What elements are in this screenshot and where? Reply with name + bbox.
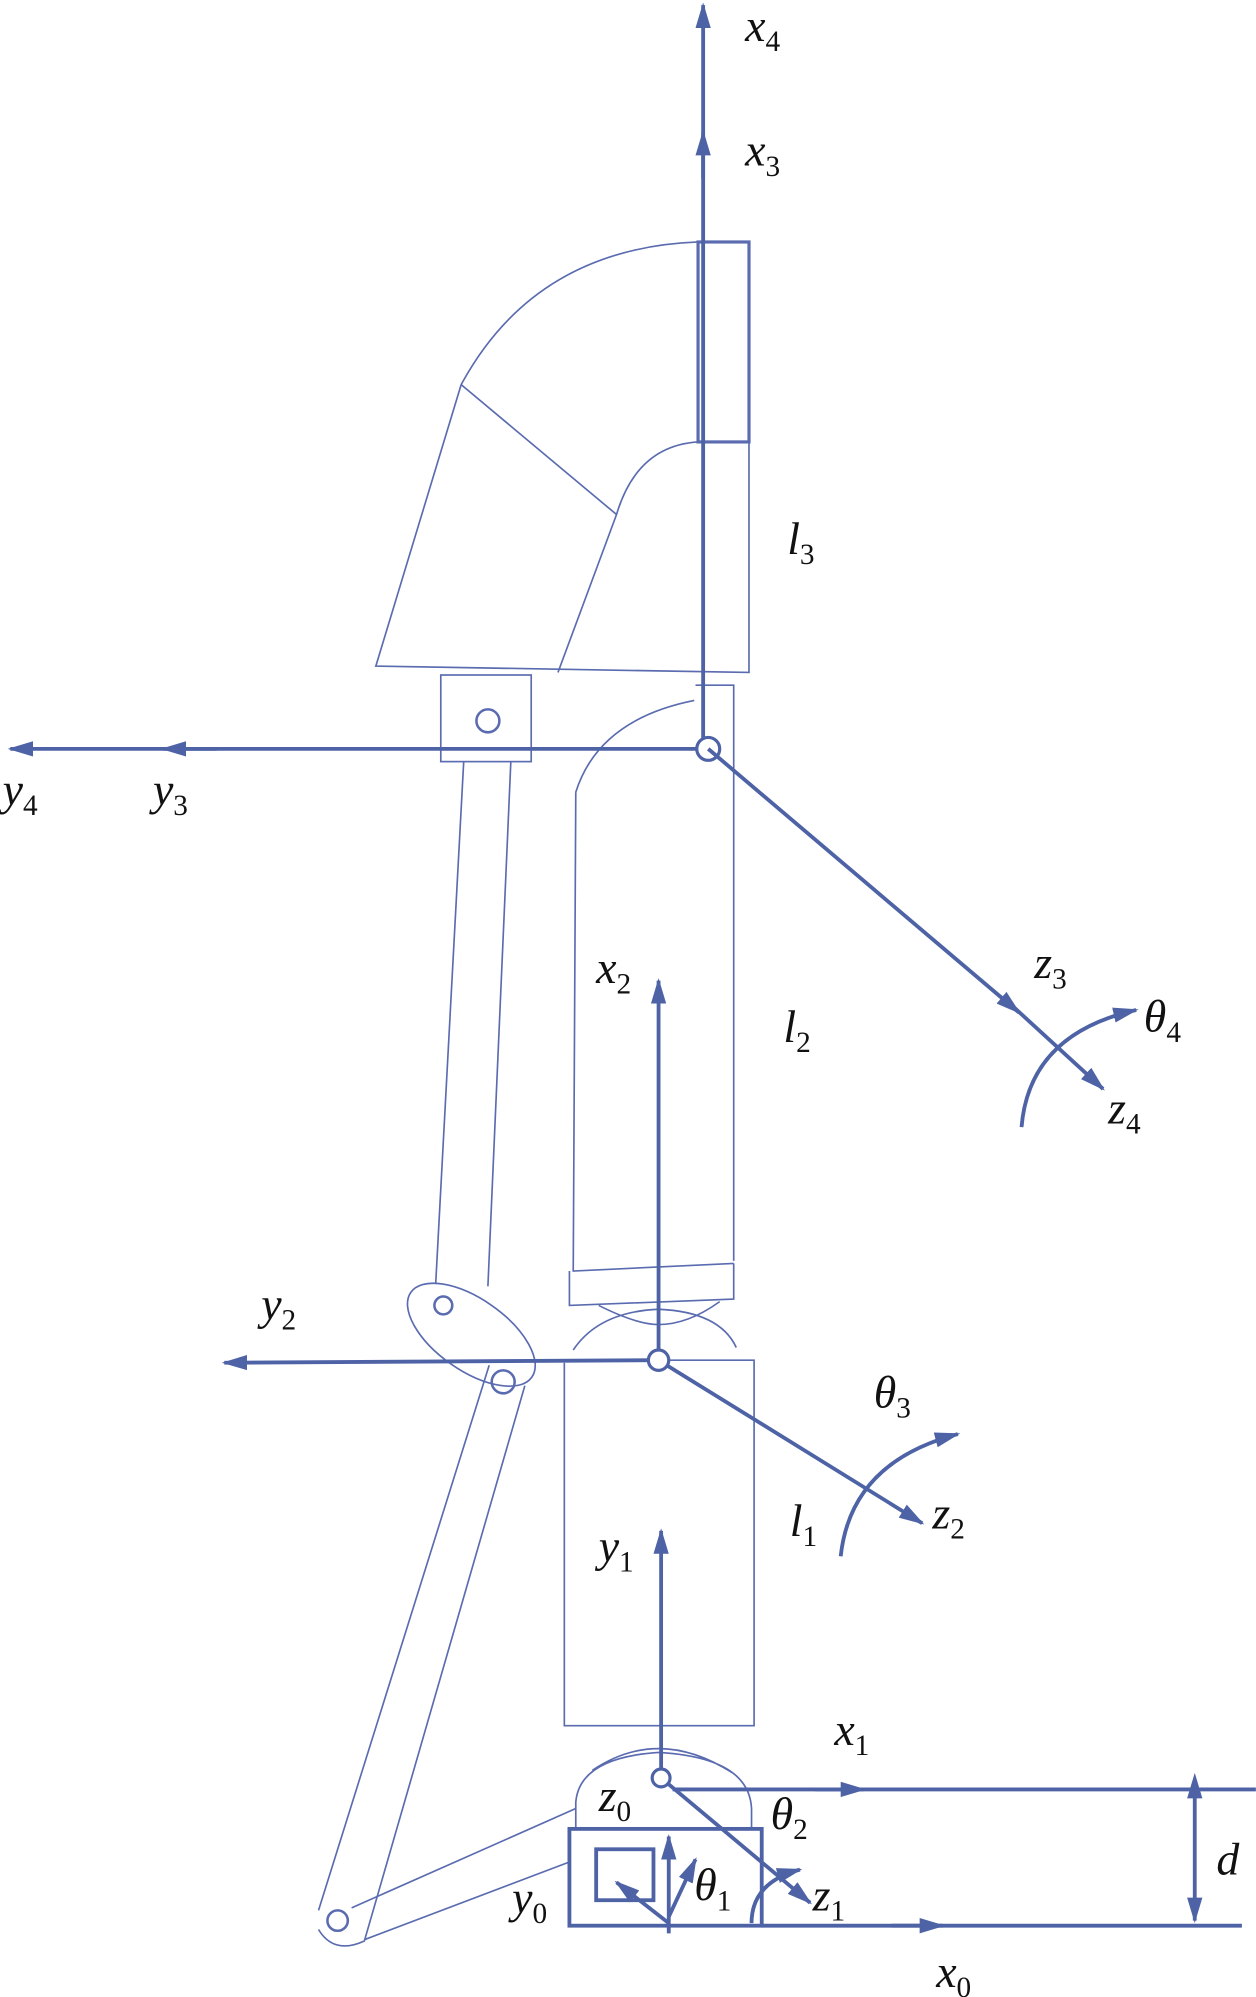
label-l3: l3 [787,513,814,571]
label-z3: z3 [1033,937,1066,995]
head-divider [460,383,618,516]
label-z4: z4 [1107,1082,1141,1140]
label-l1: l1 [790,1495,817,1553]
label-x4: x4 [744,0,780,58]
coordinate-axes [7,2,1256,1934]
plate-pin [490,1369,516,1395]
theta1-theta2-rotation-arrow [749,1867,803,1924]
label-y2: y2 [257,1278,296,1336]
joint-2 [650,1767,672,1789]
base-block [567,1826,764,1928]
label-theta1: θ1 [694,1859,731,1917]
z2-axis [657,1358,925,1525]
label-y3: y3 [149,764,188,822]
base-inner-square [594,1847,656,1903]
thigh-segment [568,684,735,1307]
shank-segment [563,1359,755,1727]
foot-link [351,1807,577,1941]
label-x3: x3 [744,125,780,183]
knee-plate [406,1282,537,1388]
label-y4: y4 [0,764,38,822]
head-body [374,384,750,674]
label-y1: y1 [595,1520,634,1578]
upper-pivot-block [439,674,533,763]
theta4-rotation-arrow [1019,1007,1139,1128]
mechanism-outline [317,240,764,1947]
label-d: d [1216,1834,1240,1885]
z3-axis [707,747,1021,1015]
upper-link-rod [434,761,512,1287]
theta3-rotation-arrow [838,1432,961,1557]
y2-axis [221,1354,659,1371]
pivot-pin [475,708,501,734]
label-z0: z0 [598,1770,631,1828]
label-theta4: θ4 [1144,991,1182,1049]
joint-3 [646,1348,671,1372]
top-block [696,240,751,444]
label-x1: x1 [833,1704,869,1762]
label-l2: l2 [783,1001,810,1059]
label-y0: y0 [508,1872,547,1930]
lower-link-rod [317,1365,526,1947]
head-arc [460,241,699,386]
label-x2: x2 [595,942,631,1000]
label-theta3: θ3 [874,1366,911,1424]
label-z1: z1 [812,1869,845,1927]
label-x0: x0 [935,1946,971,1997]
base-diagonal-arrow [667,1857,698,1918]
label-theta2: θ2 [771,1788,808,1846]
plate-pin [433,1295,454,1316]
knee-lobe [572,1300,738,1351]
y0-axis [614,1880,670,1925]
label-z2: z2 [931,1487,964,1545]
foot-pin [326,1909,350,1933]
head-inner-curve [557,441,699,673]
